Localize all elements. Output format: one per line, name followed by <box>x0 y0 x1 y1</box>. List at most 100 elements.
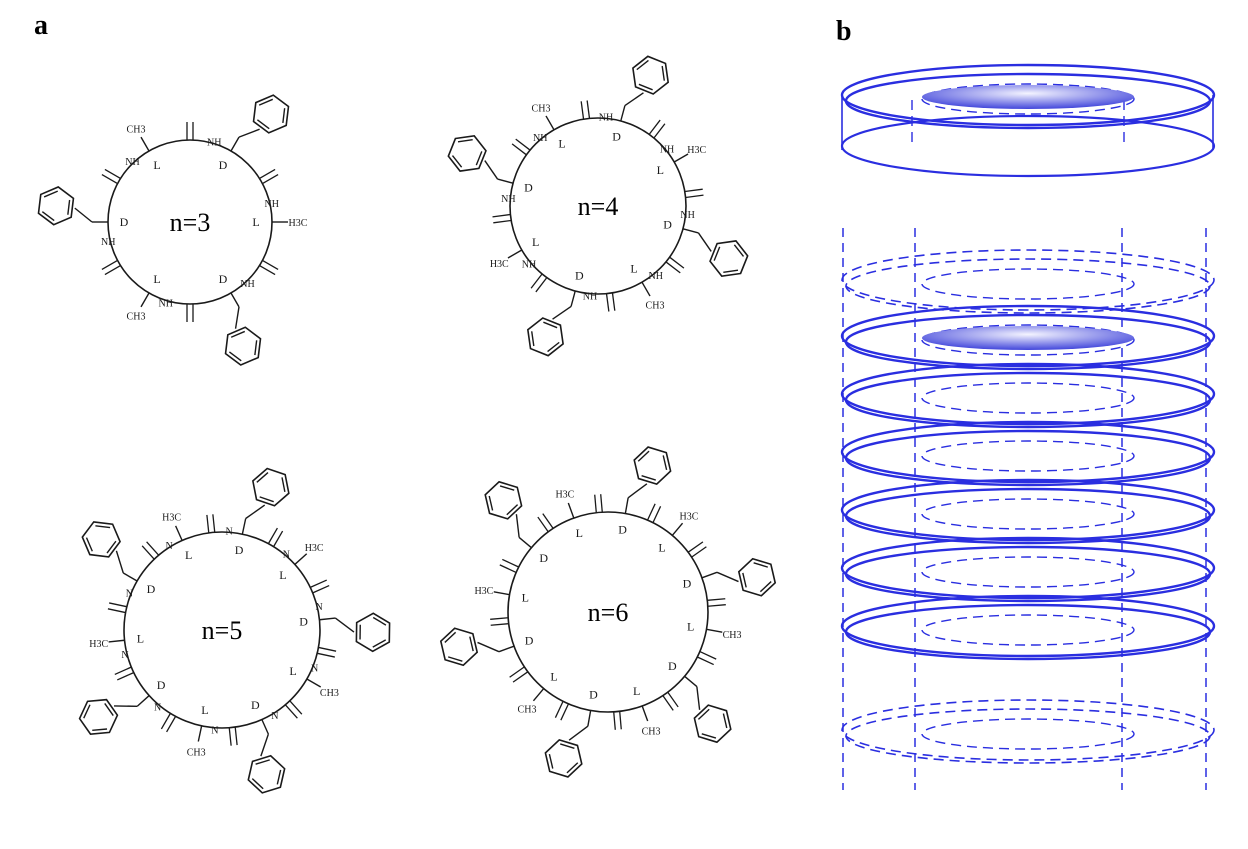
side-chain-bond <box>122 572 138 582</box>
side-chain-bond <box>498 645 515 653</box>
side-chain-bond <box>682 228 699 234</box>
amide-nitrogen-label: NH <box>265 199 279 210</box>
side-chain-bond <box>497 178 514 184</box>
residue-chirality-label: L <box>630 261 637 275</box>
methyl-label: H3C <box>89 639 108 650</box>
residue-chirality-label: D <box>219 158 228 172</box>
amide-nitrogen-label: NH <box>240 279 254 290</box>
peptide-backbone-ring <box>509 117 687 295</box>
carbonyl-bond <box>537 516 549 533</box>
carbonyl-bond <box>284 704 298 719</box>
carbonyl-bond <box>648 119 661 135</box>
carbonyl-bond <box>684 188 703 193</box>
residue-chirality-label: L <box>252 215 259 229</box>
phenyl-ring <box>526 317 564 357</box>
carbonyl-bond <box>310 579 328 588</box>
peptide-backbone-ring <box>123 531 321 729</box>
carbonyl-bond <box>613 711 616 730</box>
carbonyl-bond <box>685 194 704 199</box>
peptide-ring-disk <box>840 420 1216 487</box>
carbonyl-bond <box>687 541 704 553</box>
residue-chirality-label: D <box>219 272 228 286</box>
side-chain-bond <box>230 136 240 152</box>
residue-chirality-label: L <box>657 163 664 177</box>
residue-chirality-label: D <box>157 678 166 692</box>
peptide-ring-disk <box>841 249 1215 314</box>
residue-chirality-label: L <box>633 684 640 698</box>
phenyl-ring <box>439 627 479 667</box>
residue-chirality-label: L <box>185 548 192 562</box>
residue-chirality-label: L <box>153 158 160 172</box>
residue-chirality-label: L <box>153 272 160 286</box>
side-chain-bond <box>701 571 718 579</box>
carbonyl-bond <box>490 617 509 620</box>
residue-chirality-label: D <box>618 522 627 536</box>
residue-chirality-label: D <box>235 543 244 557</box>
carbonyl-bond <box>594 494 597 513</box>
residue-chirality-label: D <box>525 634 534 648</box>
amide-nitrogen-label: NH <box>649 271 663 282</box>
residue-chirality-label: D <box>668 659 677 673</box>
residue-chirality-label: L <box>687 620 694 634</box>
ring-size-label: n=4 <box>578 192 619 221</box>
side-chain-bond <box>545 115 555 131</box>
carbonyl-bond <box>273 530 284 547</box>
carbonyl-bond <box>499 564 517 574</box>
carbonyl-bond <box>697 656 714 666</box>
amide-nitrogen-label: NH <box>583 292 597 303</box>
side-chain-bond <box>306 678 322 688</box>
phenyl-ring <box>484 480 523 520</box>
carbonyl-bond <box>512 671 529 683</box>
ring-size-label: n=3 <box>170 208 211 237</box>
side-chain-bond <box>673 153 689 163</box>
methyl-label: CH3 <box>646 301 665 312</box>
methyl-label: CH3 <box>127 124 146 135</box>
carbonyl-bond <box>107 608 126 614</box>
carbonyl-bond <box>699 650 717 660</box>
carbonyl-bond <box>212 514 216 533</box>
carbonyl-bond <box>502 558 519 568</box>
amide-nitrogen-label: N <box>315 602 322 613</box>
carbonyl-bond <box>646 503 656 521</box>
side-chain-bond <box>174 525 183 541</box>
carbonyl-bond <box>619 711 622 730</box>
residue-chirality-label: D <box>575 269 584 283</box>
amide-nitrogen-label: N <box>225 526 232 537</box>
panel-b-label: b <box>836 16 852 47</box>
methyl-label: H3C <box>555 490 574 501</box>
carbonyl-bond <box>530 273 543 289</box>
phenyl-ring <box>37 186 75 226</box>
carbonyl-bond <box>262 259 279 270</box>
residue-chirality-label: L <box>289 664 296 678</box>
methyl-label: CH3 <box>127 312 146 323</box>
side-chain-bond <box>140 292 150 308</box>
phenyl-ring <box>633 446 672 485</box>
carbonyl-bond <box>234 727 238 746</box>
carbonyl-bond <box>515 138 531 151</box>
carbonyl-bond <box>104 168 121 179</box>
side-chain-bond <box>706 628 723 633</box>
side-chain-bond <box>684 675 698 688</box>
side-chain-bond <box>241 518 247 535</box>
methyl-label: H3C <box>490 259 509 270</box>
side-chain-bond <box>197 725 203 742</box>
residue-chirality-label: L <box>279 568 286 582</box>
phenyl-ring <box>81 521 121 558</box>
carbonyl-bond <box>262 174 279 185</box>
peptide-ring-disk <box>840 536 1216 603</box>
carbonyl-bond <box>289 700 303 715</box>
carbonyl-bond <box>492 213 511 218</box>
residue-chirality-label: L <box>558 137 565 151</box>
amide-nitrogen-label: NH <box>207 138 221 149</box>
peptide-backbone-ring <box>507 511 709 713</box>
carbonyl-bond <box>490 623 509 626</box>
side-chain-bond <box>319 617 336 621</box>
amide-nitrogen-label: NH <box>125 157 139 168</box>
carbonyl-bond <box>166 716 177 733</box>
methyl-label: H3C <box>680 511 699 522</box>
amide-nitrogen-label: N <box>271 711 278 722</box>
residue-chirality-label: D <box>612 129 621 143</box>
carbonyl-bond <box>104 265 121 276</box>
